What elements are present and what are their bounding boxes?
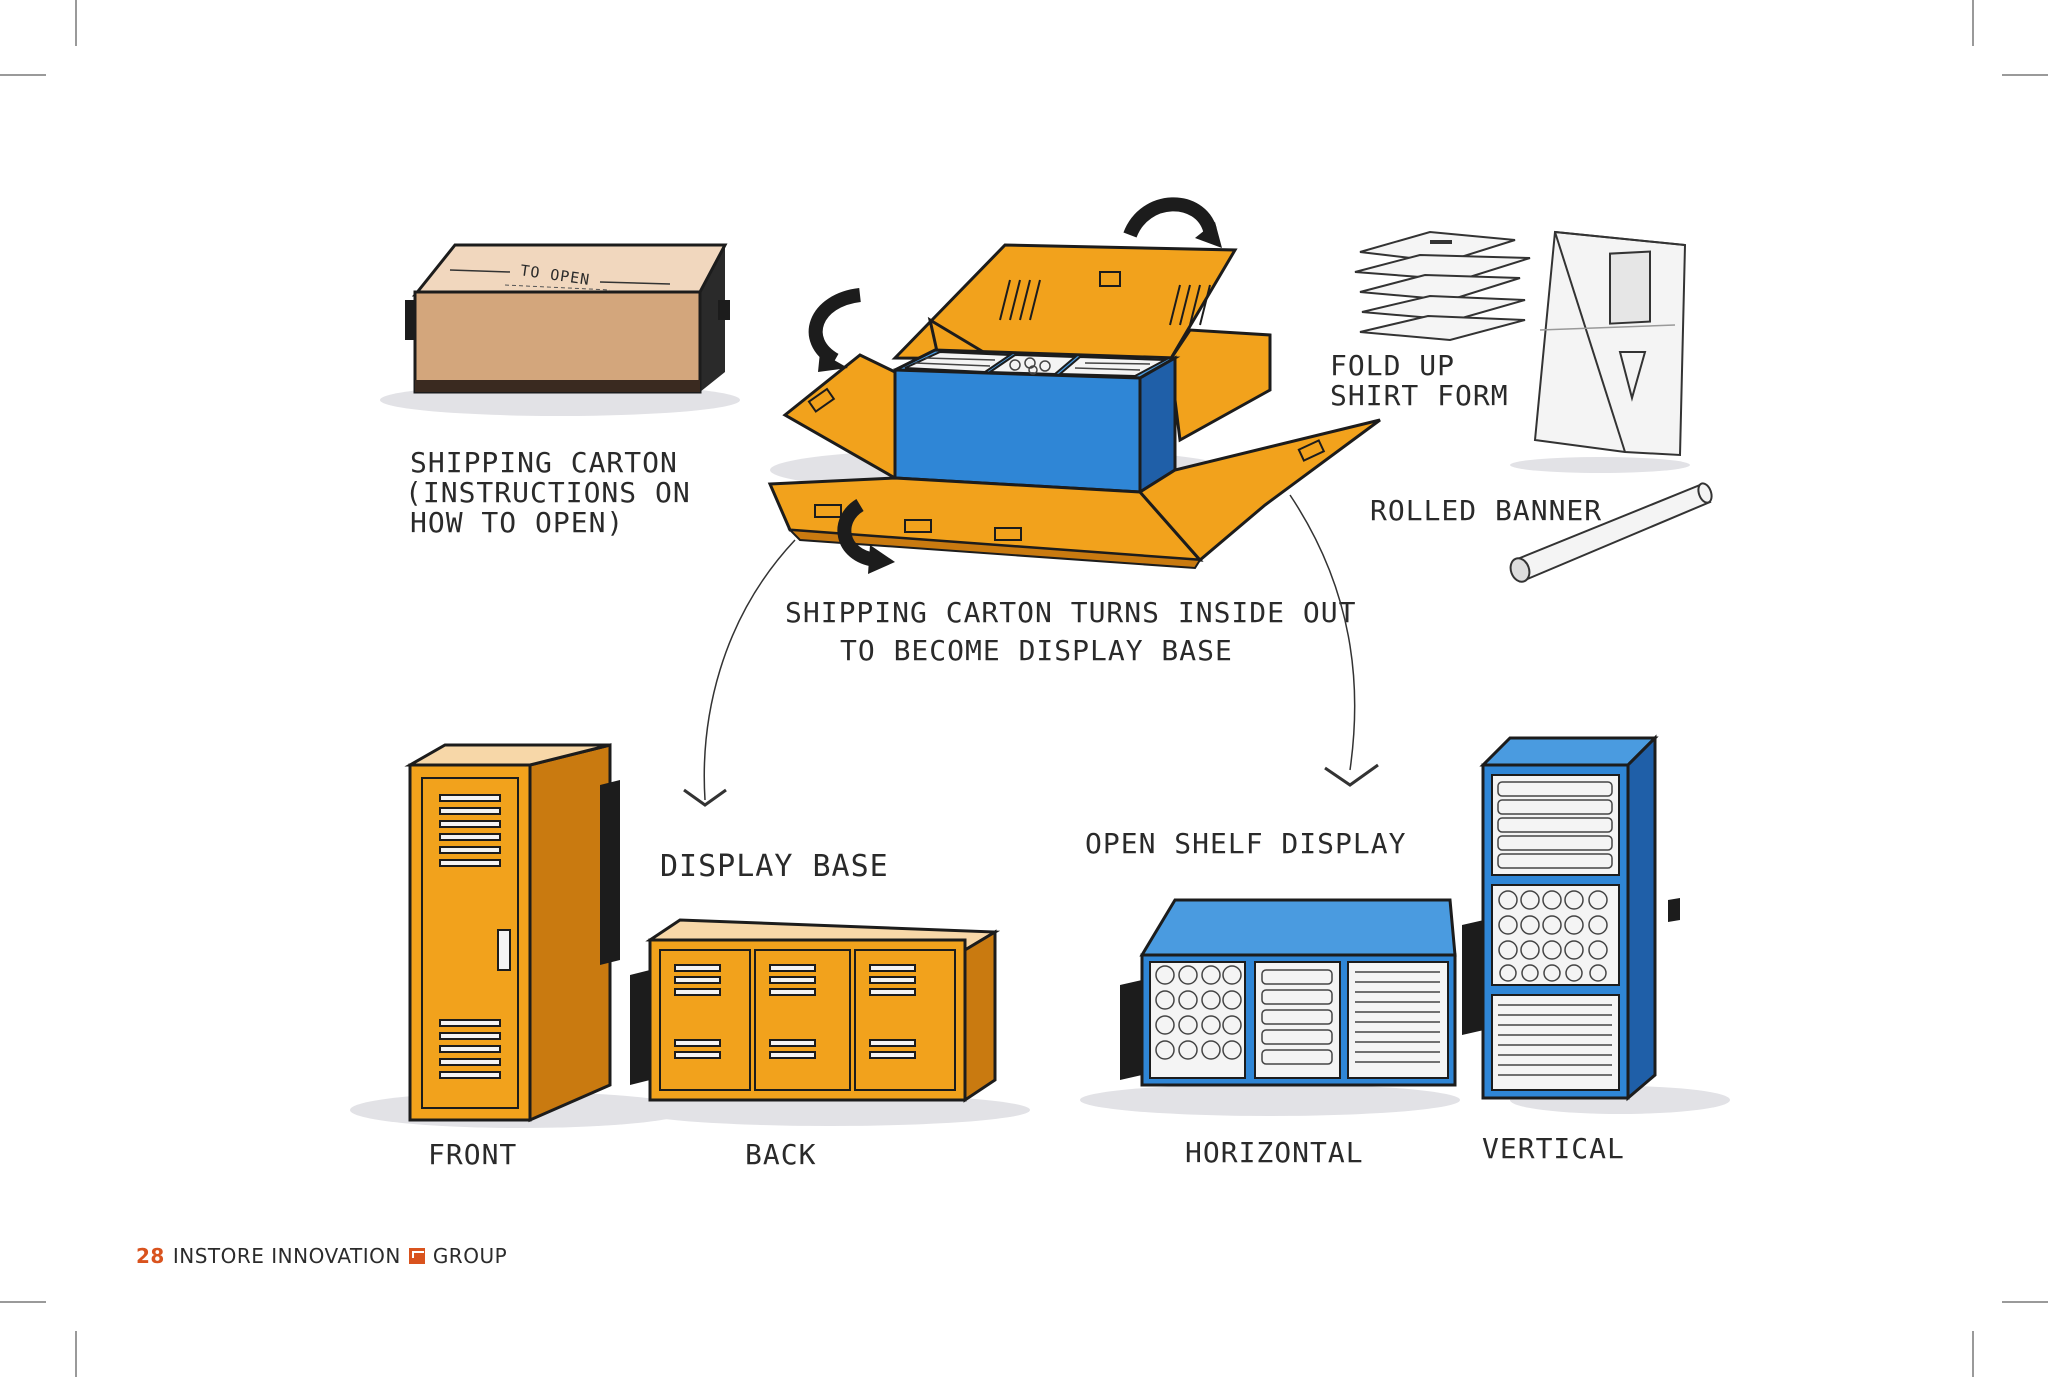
page-number: 28 — [136, 1244, 165, 1268]
crop-mark — [75, 1331, 77, 1377]
turns-inside-out-label-2: TO BECOME DISPLAY BASE — [840, 634, 1233, 667]
crop-mark — [2002, 1301, 2048, 1303]
fold-up-label-1: FOLD UP — [1330, 349, 1455, 382]
turns-inside-out-label-1: SHIPPING CARTON TURNS INSIDE OUT — [785, 596, 1356, 629]
crop-mark — [2002, 74, 2048, 76]
open-shelf-vertical — [1462, 734, 1730, 1114]
page-footer: 28 INSTORE INNOVATION GROUP — [136, 1244, 507, 1268]
blue-display-box — [893, 368, 1142, 494]
shipping-carton-label-1: SHIPPING CARTON — [410, 446, 678, 479]
rolled-banner — [1509, 482, 1713, 583]
display-base-label: DISPLAY BASE — [660, 849, 889, 884]
crop-mark — [0, 74, 46, 76]
brand-name-right: GROUP — [432, 1244, 508, 1268]
crop-mark — [1972, 1331, 1974, 1377]
rotate-arrow-icon — [1123, 197, 1217, 238]
horizontal-label: HORIZONTAL — [1185, 1136, 1364, 1169]
brand-name-left: INSTORE INNOVATION — [172, 1244, 401, 1268]
rotate-arrow-icon — [837, 499, 877, 567]
front-label: FRONT — [428, 1138, 517, 1171]
fold-up-shirt-form — [1354, 230, 1531, 342]
a-frame-sign — [1510, 230, 1690, 473]
brand-logo-icon — [408, 1248, 425, 1264]
open-shelf-label: OPEN SHELF DISPLAY — [1085, 827, 1406, 860]
display-base-back — [630, 918, 1030, 1126]
connector-arrow-right — [1289, 494, 1356, 771]
rotate-arrow-icon — [808, 288, 862, 367]
crop-mark — [0, 1301, 46, 1303]
opened-carton — [767, 197, 1381, 574]
fold-up-label-2: SHIRT FORM — [1330, 379, 1509, 412]
carton-front — [413, 290, 702, 394]
display-base-front-locker — [350, 743, 690, 1128]
shipping-carton-closed: TO OPEN — [380, 243, 740, 416]
connector-arrow-left — [703, 539, 796, 801]
vertical-label: VERTICAL — [1482, 1132, 1625, 1165]
shipping-carton-label-2: (INSTRUCTIONS ON — [405, 476, 691, 509]
crop-mark — [75, 0, 77, 46]
crop-mark — [1972, 0, 1974, 46]
shipping-carton-label-3: HOW TO OPEN) — [410, 506, 624, 539]
open-shelf-horizontal — [1080, 898, 1460, 1116]
back-label: BACK — [745, 1138, 816, 1171]
rolled-banner-label: ROLLED BANNER — [1370, 494, 1602, 527]
